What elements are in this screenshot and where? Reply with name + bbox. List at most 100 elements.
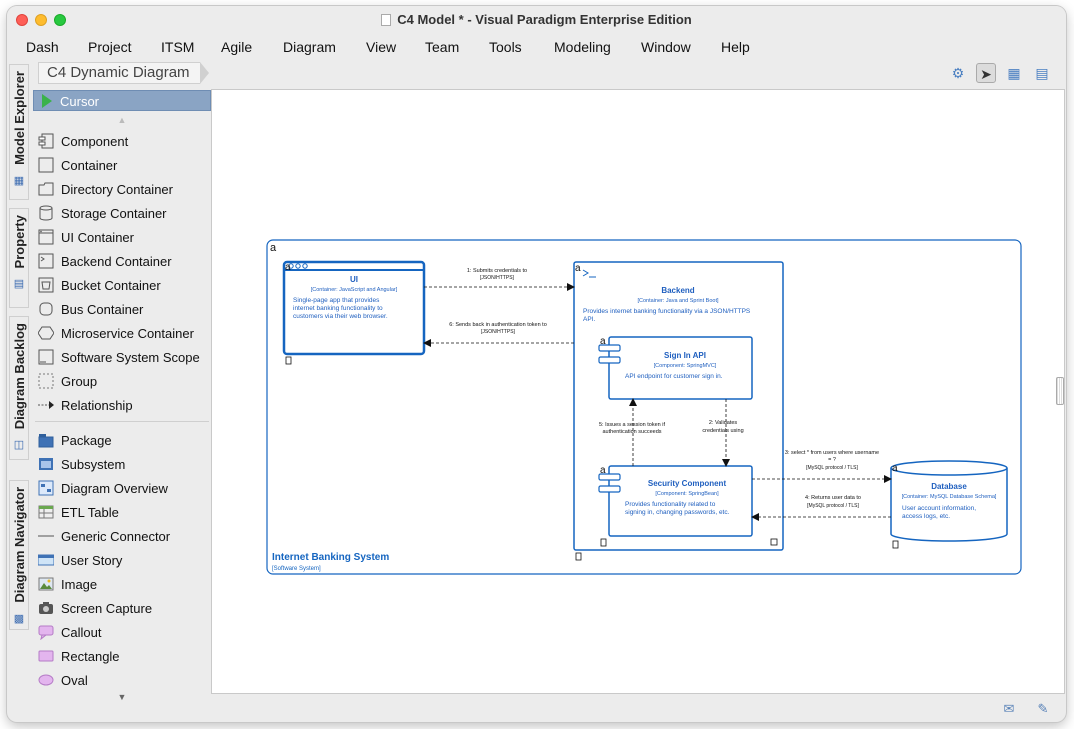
- breadcrumb[interactable]: C4 Dynamic Diagram: [38, 62, 209, 84]
- note-icon: [285, 356, 292, 365]
- palette-item-label: Relationship: [61, 397, 133, 413]
- callout-icon: [37, 624, 55, 640]
- palette-item-label: Bus Container: [61, 301, 144, 317]
- tab-diagram-navigator[interactable]: Diagram Navigator ▩: [9, 480, 29, 630]
- palette-item-label: Component: [61, 133, 129, 149]
- navigator-icon: ▩: [13, 612, 25, 625]
- tab-diagram-backlog-label: Diagram Backlog: [11, 323, 27, 430]
- relationship-label: authentication succeeds: [602, 429, 661, 435]
- ui-container[interactable]: a UI [Container: JavaScript and Angular]…: [282, 260, 426, 365]
- relationship-label: 6: Sends back in authentication token to: [449, 322, 547, 328]
- relationship-1[interactable]: 1: Submits credentials to [JSON/HTTPS]: [424, 268, 575, 291]
- tab-diagram-navigator-label: Diagram Navigator: [11, 487, 27, 603]
- security-name: Security Component: [648, 479, 727, 488]
- note-icon: [892, 540, 899, 549]
- sign-in-api-component[interactable]: a Sign In API [Component: SpringMVC] API…: [598, 336, 753, 400]
- palette-item-container[interactable]: Container: [33, 153, 211, 177]
- palette-item-callout[interactable]: Callout: [33, 620, 211, 644]
- palette-scroll-down-icon[interactable]: ▼: [117, 692, 127, 702]
- c4-dynamic-diagram: a Internet Banking System [Software Syst…: [266, 239, 1022, 575]
- tab-diagram-backlog[interactable]: Diagram Backlog ◫: [9, 316, 29, 460]
- palette-item-directory-container[interactable]: Directory Container: [33, 177, 211, 201]
- palette-item-label: Bucket Container: [61, 277, 161, 293]
- folder-icon: [37, 181, 55, 197]
- megaphone-icon[interactable]: ➤: [976, 63, 996, 83]
- edit-document-icon[interactable]: ✎: [1037, 701, 1049, 716]
- terminal-icon: [37, 253, 55, 269]
- relationship-6[interactable]: 6: Sends back in authentication token to…: [423, 322, 574, 347]
- menu-diagram[interactable]: Diagram: [283, 39, 336, 55]
- menu-view[interactable]: View: [366, 39, 397, 55]
- fit-view-icon[interactable]: ▦: [1007, 65, 1021, 81]
- palette-item-relationship[interactable]: Relationship: [33, 393, 211, 417]
- palette-item-etl-table[interactable]: ETL Table: [33, 500, 211, 524]
- tab-property-label: Property: [11, 215, 27, 269]
- menu-help[interactable]: Help: [721, 39, 750, 55]
- palette-item-rectangle[interactable]: Rectangle: [33, 644, 211, 668]
- relationship-3[interactable]: 3: select * from users where username = …: [752, 450, 892, 483]
- palette-separator: [35, 421, 209, 422]
- close-window-button[interactable]: [16, 14, 28, 26]
- system-stereotype: [Software System]: [272, 566, 321, 572]
- note-icon: [575, 552, 582, 561]
- tab-model-explorer[interactable]: Model Explorer ▦: [9, 64, 29, 200]
- toolbar-icons: ⚙ ➤ ▦ ▤: [948, 63, 1052, 83]
- minimize-window-button[interactable]: [35, 14, 47, 26]
- palette-scroll-up-icon[interactable]: ▲: [117, 115, 127, 125]
- palette-item-package[interactable]: Package: [33, 428, 211, 452]
- resize-handle-icon[interactable]: [770, 538, 778, 546]
- palette-item-label: Image: [61, 576, 98, 592]
- mail-icon[interactable]: ✉: [1003, 701, 1015, 716]
- element-marker: a: [892, 463, 898, 474]
- menu-project[interactable]: Project: [88, 39, 132, 55]
- diagram-canvas[interactable]: a Internet Banking System [Software Syst…: [211, 89, 1065, 694]
- menu-tools[interactable]: Tools: [489, 39, 522, 55]
- diagram-overview-icon: [37, 480, 55, 496]
- palette-item-diagram-overview[interactable]: Diagram Overview: [33, 476, 211, 500]
- palette-item-storage-container[interactable]: Storage Container: [33, 201, 211, 225]
- window-title: C4 Model * - Visual Paradigm Enterprise …: [7, 12, 1066, 27]
- menu-window[interactable]: Window: [641, 39, 691, 55]
- palette-item-bus-container[interactable]: Bus Container: [33, 297, 211, 321]
- database-container[interactable]: a Database [Container: MySQL Database Sc…: [890, 460, 1008, 549]
- palette-item-subsystem[interactable]: Subsystem: [33, 452, 211, 476]
- relationship-2[interactable]: 2: Validates credentials using: [702, 399, 744, 467]
- palette-item-software-system-scope[interactable]: Software System Scope: [33, 345, 211, 369]
- menu-dash[interactable]: Dash: [26, 39, 59, 55]
- palette-item-generic-connector[interactable]: Generic Connector: [33, 524, 211, 548]
- line-icon: [37, 528, 55, 544]
- tab-model-explorer-label: Model Explorer: [11, 71, 27, 165]
- palette-item-component[interactable]: Component: [33, 129, 211, 153]
- palette-item-backend-container[interactable]: Backend Container: [33, 249, 211, 273]
- component-icon: [37, 133, 55, 149]
- palette-item-image[interactable]: Image: [33, 572, 211, 596]
- menu-agile[interactable]: Agile: [221, 39, 253, 55]
- palette-item-oval[interactable]: Oval: [33, 668, 211, 692]
- menu-modeling[interactable]: Modeling: [554, 39, 611, 55]
- palette-item-ui-container[interactable]: UI Container: [33, 225, 211, 249]
- hexagon-icon: [37, 325, 55, 341]
- menu-team[interactable]: Team: [425, 39, 460, 55]
- palette-cursor[interactable]: Cursor: [33, 90, 211, 111]
- backend-stereotype: [Container: Java and Sprint Boot]: [637, 298, 718, 304]
- palette-item-microservice-container[interactable]: Microservice Container: [33, 321, 211, 345]
- canvas-splitter-handle[interactable]: [1056, 377, 1064, 405]
- menu-itsm[interactable]: ITSM: [161, 39, 195, 55]
- relationship-technology: [JSON/HTTPS]: [480, 275, 515, 281]
- maximize-window-button[interactable]: [54, 14, 66, 26]
- side-tabs: Model Explorer ▦ Property ▤ Diagram Back…: [7, 60, 31, 698]
- palette-item-bucket-container[interactable]: Bucket Container: [33, 273, 211, 297]
- palette-item-user-story[interactable]: User Story: [33, 548, 211, 572]
- internet-banking-system-boundary[interactable]: a Internet Banking System [Software Syst…: [266, 239, 1022, 575]
- robot-icon[interactable]: ⚙: [951, 65, 965, 81]
- palette-item-group[interactable]: Group: [33, 369, 211, 393]
- relationship-5[interactable]: 5: Issues a session token if authenticat…: [599, 398, 666, 466]
- tab-property[interactable]: Property ▤: [9, 208, 29, 308]
- palette-item-screen-capture[interactable]: Screen Capture: [33, 596, 211, 620]
- backlog-icon: ◫: [13, 439, 25, 452]
- relationship-4[interactable]: 4: Returns user data to [MySQL protocol …: [751, 495, 891, 521]
- ui-description-line: internet banking functionality to: [293, 305, 383, 312]
- menu-bar: Dash Project ITSM Agile Diagram View Tea…: [7, 36, 1066, 58]
- security-component[interactable]: a Security Component [Component: SpringB…: [598, 465, 753, 547]
- panel-icon[interactable]: ▤: [1035, 65, 1049, 81]
